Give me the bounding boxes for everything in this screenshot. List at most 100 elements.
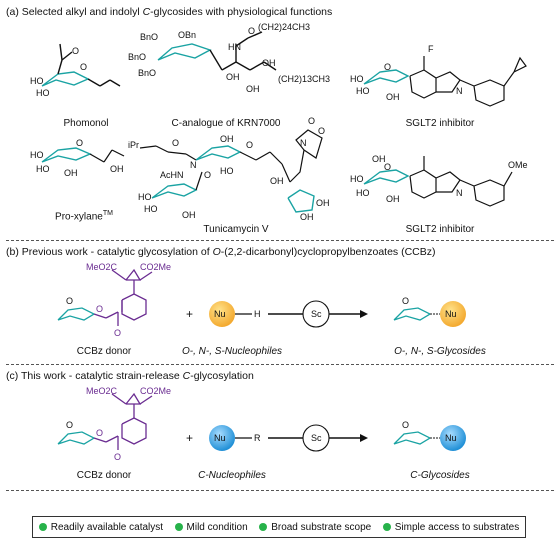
nu-label: Nu	[214, 309, 226, 319]
atom-label: O	[114, 328, 121, 338]
atom-label: O	[76, 138, 83, 148]
h-label: H	[254, 309, 261, 319]
catalyst-circle	[302, 424, 330, 452]
atom-label: OBn	[178, 30, 196, 40]
compound-name: Phomonol	[63, 118, 109, 129]
atom-label: HO	[30, 150, 44, 160]
bullet-icon	[174, 523, 183, 531]
atom-label: BnO	[128, 52, 146, 62]
atom-label: OH	[110, 164, 124, 174]
atom-label: HN	[228, 42, 241, 52]
compound-name: C-analogue of KRN7000	[171, 118, 281, 129]
divider	[6, 240, 554, 241]
atom-label: N	[190, 160, 197, 170]
product-sphere	[440, 425, 466, 451]
atom-label: O	[308, 116, 315, 126]
bullet-icon	[382, 523, 391, 531]
atom-label: HO	[138, 192, 152, 202]
atom-label: O	[72, 46, 79, 56]
atom-label: OH	[226, 72, 240, 82]
plus-sign: +	[186, 307, 193, 321]
co2me-label: CO2Me	[140, 262, 171, 272]
atom-label: HO	[350, 74, 364, 84]
atom-label: HO	[350, 174, 364, 184]
co2me-label: CO2Me	[140, 386, 171, 396]
atom-label: OH	[220, 134, 234, 144]
phomonol-structure	[41, 43, 121, 87]
atom-label: O	[246, 140, 253, 150]
meo2c-label: MeO2C	[86, 386, 118, 396]
atom-label: OH	[64, 168, 78, 178]
sglt2-structure-2	[363, 169, 410, 185]
catalyst-label: Sc	[311, 309, 322, 319]
atom-label: O	[172, 138, 179, 148]
atom-label: N	[456, 188, 463, 198]
product-sphere	[440, 301, 466, 327]
divider	[6, 364, 554, 365]
nu-label: Nu	[445, 433, 457, 443]
product-label: O-, N-, S-Glycosides	[394, 346, 486, 357]
nu-label: Nu	[214, 433, 226, 443]
atom-label: HO	[36, 164, 50, 174]
proxylane-structure	[41, 147, 92, 163]
atom-label: (CH2)13CH3	[278, 74, 330, 84]
atom-label: HO	[144, 204, 158, 214]
advantage-item: Simple access to substrates	[382, 522, 519, 533]
compound-name: Pro-xylaneTM	[55, 210, 113, 223]
atom-label: OH	[262, 58, 276, 68]
nucleophile-sphere	[209, 425, 235, 451]
compound-name: Tunicamycin V	[203, 224, 269, 235]
atom-label: (CH2)24CH3	[258, 22, 310, 32]
nu-label: Nu	[445, 309, 457, 319]
atom-label: N	[456, 86, 463, 96]
atom-label: O	[96, 428, 103, 438]
bullet-icon	[259, 523, 268, 531]
section-a-title: (a) Selected alkyl and indolyl C-glycosi…	[6, 6, 333, 18]
atom-label: N	[300, 138, 307, 148]
atom-label: F	[428, 44, 434, 54]
atom-label: OH	[386, 194, 400, 204]
ccbz-donor-c	[57, 392, 153, 450]
atom-label: O	[204, 170, 211, 180]
bullet-icon	[38, 523, 47, 531]
atom-label: OH	[270, 176, 284, 186]
atom-label: O	[384, 62, 391, 72]
atom-label: BnO	[138, 68, 156, 78]
atom-label: O	[248, 26, 255, 36]
donor-label: CCBz donor	[76, 346, 132, 357]
atom-label: BnO	[140, 32, 158, 42]
nucleophile-label: C-Nucleophiles	[198, 470, 266, 481]
plus-sign: +	[186, 431, 193, 445]
meo2c-label: MeO2C	[86, 262, 118, 272]
krn7000-structure	[157, 31, 277, 71]
catalyst-circle	[302, 300, 330, 328]
atom-label: O	[96, 304, 103, 314]
section-b-title: (b) Previous work - catalytic glycosylat…	[6, 246, 436, 258]
atom-label: OH	[316, 198, 330, 208]
advantage-item: Broad substrate scope	[259, 522, 371, 533]
nucleophile-label: O-, N-, S-Nucleophiles	[181, 346, 283, 357]
atom-label: OH	[386, 92, 400, 102]
atom-label: HO	[356, 86, 370, 96]
sglt2-structure-1	[363, 69, 410, 85]
product-label: C-Glycosides	[410, 470, 470, 481]
atom-label: AcHN	[160, 170, 184, 180]
ccbz-donor-b	[57, 268, 153, 326]
donor-label: CCBz donor	[76, 470, 132, 481]
advantages-box: Readily available catalyst Mild conditio…	[32, 516, 526, 538]
atom-label: iPr	[128, 140, 139, 150]
atom-label: O	[66, 296, 73, 306]
atom-label: O	[80, 62, 87, 72]
atom-label: HO	[30, 76, 44, 86]
atom-label: OH	[300, 212, 314, 222]
atom-label: HO	[356, 188, 370, 198]
atom-label: OH	[246, 84, 260, 94]
section-c-title: (c) This work - catalytic strain-release…	[6, 370, 254, 382]
atom-label: O	[384, 162, 391, 172]
catalyst-label: Sc	[311, 433, 322, 443]
compound-name: SGLT2 inhibitor	[405, 118, 475, 129]
atom-label: O	[318, 126, 325, 136]
advantage-item: Readily available catalyst	[38, 522, 163, 533]
atom-label: OH	[182, 210, 196, 220]
